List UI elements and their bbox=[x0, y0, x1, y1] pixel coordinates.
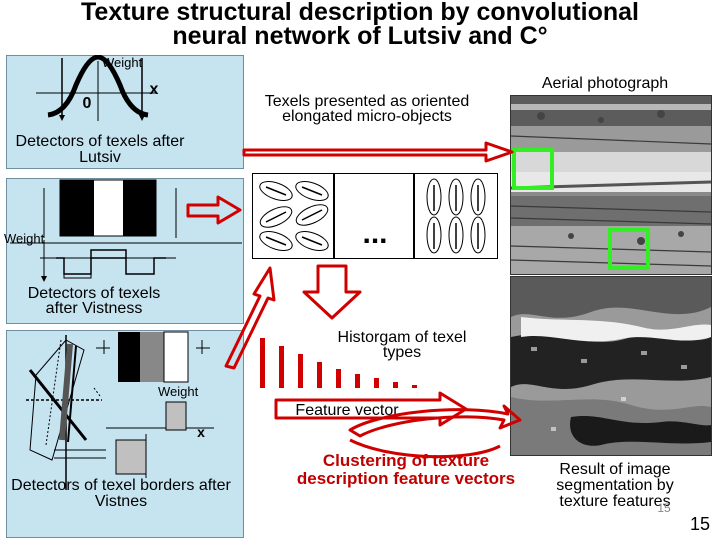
zero-label: 0 bbox=[82, 95, 92, 112]
histogram-bar bbox=[317, 362, 322, 388]
texel-ellipses-3 bbox=[426, 178, 486, 254]
arrow-clustering-return bbox=[349, 438, 501, 459]
page-title: Texture structural description by convol… bbox=[0, 0, 720, 50]
weight-label-3: Weight bbox=[158, 384, 199, 399]
green-marker-1 bbox=[512, 148, 554, 190]
histogram-bar bbox=[355, 374, 360, 388]
texels-label: Texels presented as oriented elongated m… bbox=[264, 93, 470, 125]
texel-ellipses-1 bbox=[259, 180, 329, 252]
aerial-label: Aerial photograph bbox=[541, 75, 669, 92]
arrow-clustering-loop bbox=[348, 404, 522, 438]
histogram-chart bbox=[260, 338, 417, 388]
histogram-bar bbox=[260, 338, 265, 388]
title-line-2: neural network of Lutsiv and C° bbox=[172, 22, 548, 50]
feature-vector-label: Feature vector bbox=[295, 402, 399, 419]
histogram-bar bbox=[412, 385, 417, 388]
vistness-label: Detectors of texels after Vistness bbox=[27, 285, 161, 317]
arrow-borders-to-texels bbox=[224, 266, 276, 370]
vistness-bar-mask bbox=[10, 179, 242, 282]
lutsiv-weight-curve bbox=[36, 55, 156, 121]
x-label-1: x bbox=[149, 81, 159, 98]
x-label-3: x bbox=[197, 424, 205, 440]
segmentation-result-image bbox=[510, 276, 712, 456]
page-number-faint: 15 bbox=[657, 501, 671, 515]
weight-label-1: Weight bbox=[102, 55, 143, 70]
histogram-bar bbox=[298, 354, 303, 388]
green-marker-2 bbox=[608, 228, 650, 270]
weight-label-2: Weight bbox=[4, 231, 45, 246]
page-number: 15 bbox=[689, 514, 711, 534]
ellipsis-label: ... bbox=[362, 217, 388, 250]
histogram-bar bbox=[393, 382, 398, 388]
histogram-bar bbox=[374, 378, 379, 388]
title-line-1: Texture structural description by convol… bbox=[81, 0, 639, 26]
result-label: Result of image segmentation by texture … bbox=[556, 461, 674, 510]
histogram-bar bbox=[336, 369, 341, 388]
texel-box-2 bbox=[334, 173, 414, 259]
borders-label: Detectors of texel borders after Vistnes bbox=[11, 477, 231, 510]
border-detector-drawing bbox=[26, 331, 214, 490]
lutsiv-label: Detectors of texels after Lutsiv bbox=[15, 133, 185, 166]
arrow-lutsiv-to-aerial bbox=[242, 141, 514, 163]
histogram-bar bbox=[279, 346, 284, 388]
lutsiv-detector-panel bbox=[6, 55, 244, 169]
histogram-label: Historgam of texel types bbox=[337, 329, 467, 361]
arrow-down-to-histogram bbox=[302, 264, 362, 320]
arrow-vistness-to-texels bbox=[186, 195, 242, 225]
